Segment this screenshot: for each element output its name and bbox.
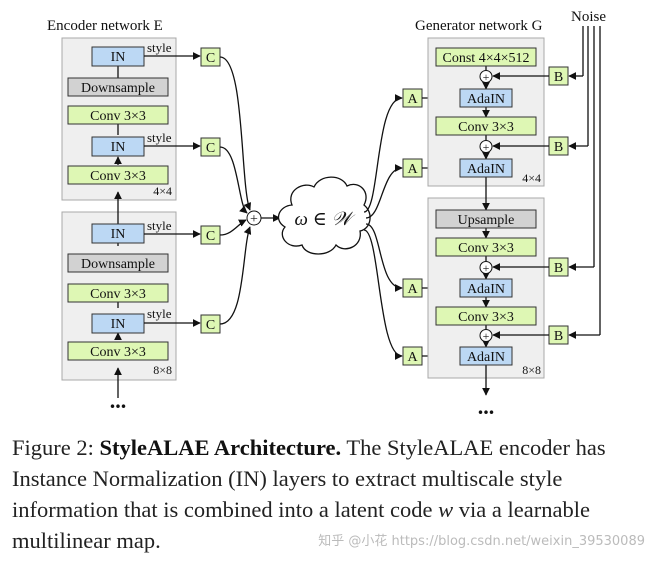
a-label-1: A (407, 92, 418, 107)
enc-conv-box-1b (67, 165, 169, 185)
gen-adain-box-2 (459, 158, 513, 178)
enc-conv-box-2b (67, 341, 169, 361)
c-label-2: C (206, 141, 215, 156)
c-label-1: C (206, 51, 215, 66)
gen-adain-label-2: AdaIN (467, 162, 505, 177)
a-label-2: A (407, 162, 418, 177)
gen-plus-3: + (483, 261, 490, 275)
watermark: 知乎 @小花 https://blog.csdn.net/weixin_3953… (318, 534, 645, 549)
enc-in-label-3: IN (111, 227, 126, 242)
b-label-1: B (554, 70, 563, 85)
enc-conv-label-1b: Conv 3×3 (90, 169, 146, 184)
enc-conv-label-1a: Conv 3×3 (90, 109, 146, 124)
gen-conv-box-2a (435, 237, 537, 257)
enc-dots: ... (110, 388, 127, 413)
figure-caption: Figure 2: StyleALAE Architecture. The St… (12, 432, 648, 556)
enc-conv-label-2b: Conv 3×3 (90, 345, 146, 360)
caption-bold: StyleALAE Architecture. (99, 435, 342, 460)
gen-noise-add-2 (479, 140, 493, 153)
enc-in-label-4: IN (111, 317, 126, 332)
a-label-4: A (407, 350, 418, 365)
gen-const-label: Const 4×4×512 (443, 51, 530, 66)
b-label-3: B (554, 261, 563, 276)
gen-noise-add-4 (479, 329, 493, 342)
b-label-2: B (554, 140, 563, 155)
enc-conv-label-2a: Conv 3×3 (90, 287, 146, 302)
enc-conv-box-2a (67, 283, 169, 303)
gen-adain-box-4 (459, 346, 513, 366)
caption-var: w (438, 497, 454, 522)
enc-conv-box-1a (67, 105, 169, 125)
enc-style-label-1: style (147, 40, 172, 55)
gen-conv-label-1: Conv 3×3 (458, 120, 514, 135)
noise-label: Noise (571, 9, 606, 25)
a-label-3: A (407, 282, 418, 297)
caption-text: The StyleALAE encoder has Instance Norma… (12, 435, 606, 522)
enc-style-label-2: style (147, 130, 172, 145)
gen-adain-label-4: AdaIN (467, 350, 505, 365)
gen-plus-1: + (483, 70, 490, 84)
enc-downsample-box-1 (67, 77, 169, 97)
caption-suffix: via a learnable multilinear map. (12, 497, 590, 553)
mapping-sum-label: + (250, 212, 258, 227)
enc-downsample-box-2 (67, 253, 169, 273)
gen-const-box (435, 47, 537, 67)
enc-style-label-3: style (147, 218, 172, 233)
gen-upsample-box (435, 209, 537, 229)
enc-res-label-1: 4×4 (153, 184, 172, 198)
enc-in-label-2: IN (111, 140, 126, 155)
c-label-4: C (206, 318, 215, 333)
gen-conv-box-2b (435, 306, 537, 326)
enc-in-label-1: IN (111, 50, 126, 65)
c-label-3: C (206, 229, 215, 244)
gen-adain-label-3: AdaIN (467, 282, 505, 297)
b-label-4: B (554, 329, 563, 344)
enc-style-label-4: style (147, 306, 172, 321)
gen-upsample-label: Upsample (458, 213, 515, 228)
gen-adain-box-1 (459, 88, 513, 108)
gen-adain-box-3 (459, 278, 513, 298)
gen-conv-box-1 (435, 116, 537, 136)
gen-conv-label-2a: Conv 3×3 (458, 241, 514, 256)
gen-conv-label-2b: Conv 3×3 (458, 310, 514, 325)
gen-dots: ... (478, 394, 495, 419)
gen-res-label-2: 8×8 (522, 363, 541, 377)
gen-noise-add-3 (479, 261, 493, 274)
generator-title: Generator network G (415, 18, 543, 34)
encoder-title: Encoder network E (47, 18, 163, 34)
gen-plus-2: + (483, 140, 490, 154)
gen-adain-label-1: AdaIN (467, 92, 505, 107)
caption-prefix: Figure 2: (12, 435, 100, 460)
architecture-diagram: Encoder network E IN Downsample Conv 3×3… (47, 9, 606, 419)
latent-cloud (277, 176, 371, 255)
gen-plus-4: + (483, 329, 490, 343)
latent-w-label: ω ∈ 𝒲 (295, 209, 356, 230)
enc-res-label-2: 8×8 (153, 363, 172, 377)
gen-noise-add-1 (479, 70, 493, 83)
enc-downsample-label-1: Downsample (81, 81, 155, 96)
gen-res-label-1: 4×4 (522, 171, 541, 185)
enc-downsample-label-2: Downsample (81, 257, 155, 272)
